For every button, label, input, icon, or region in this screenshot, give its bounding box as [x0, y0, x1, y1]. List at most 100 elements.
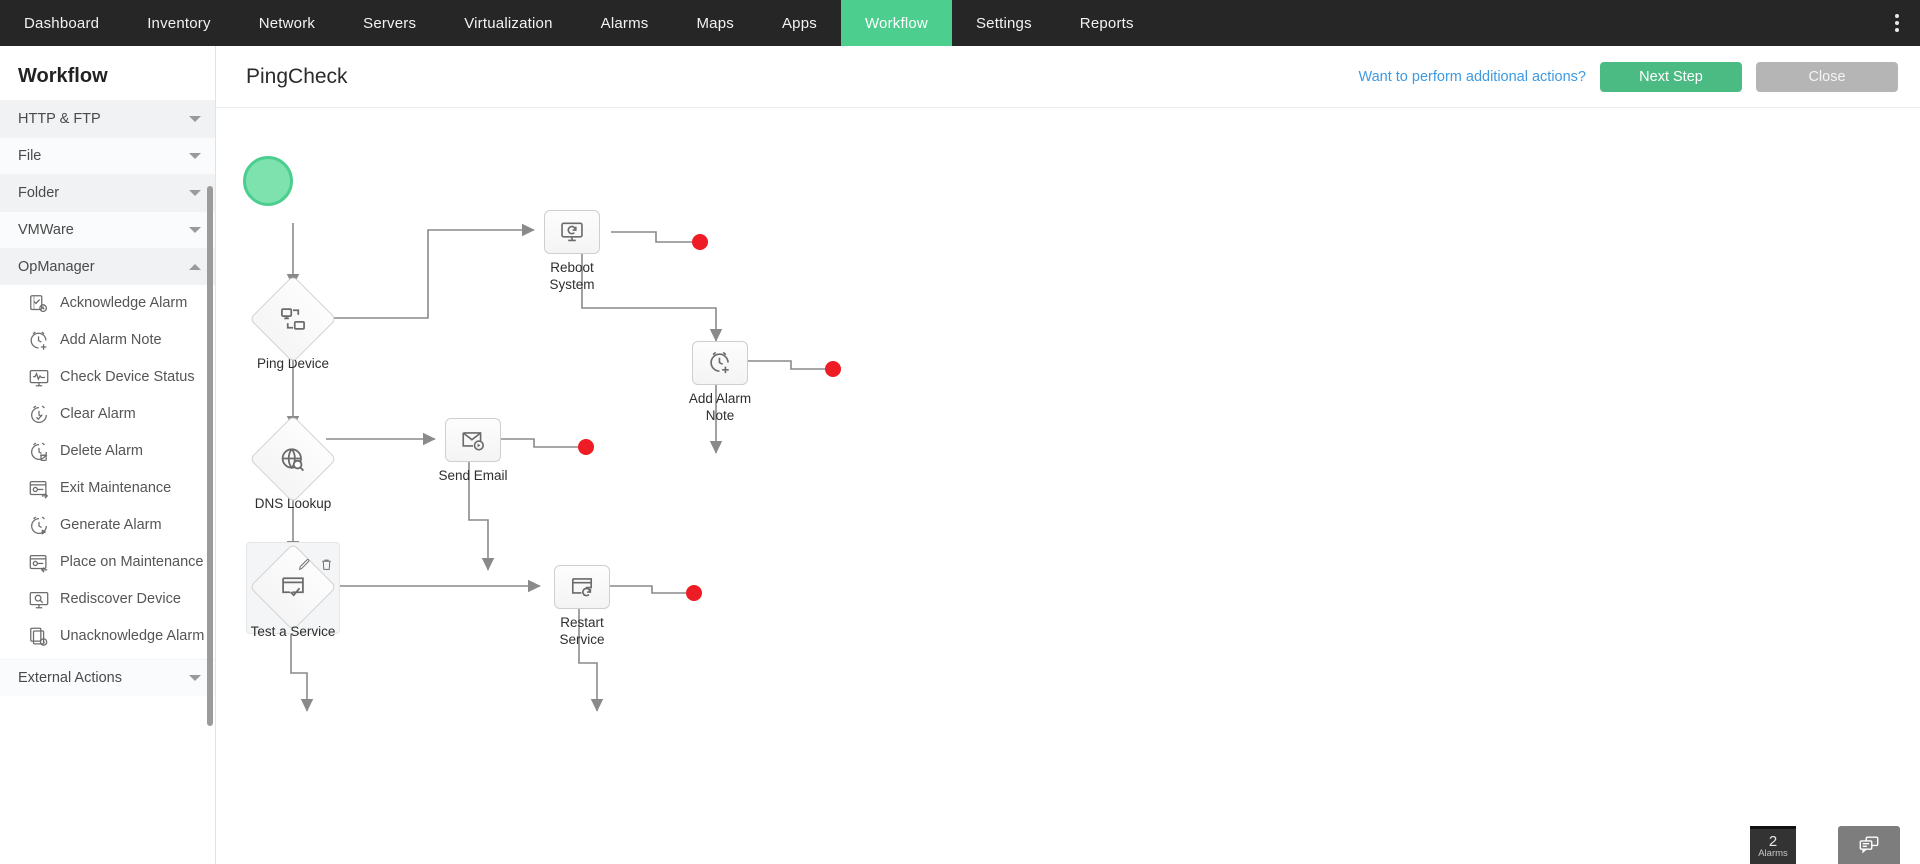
sidebar-title: Workflow: [18, 64, 108, 87]
sidebar-item-label: Exit Maintenance: [60, 479, 172, 496]
sidebar-scrollbar[interactable]: [207, 186, 213, 726]
alarm-label: Alarms: [1758, 848, 1788, 860]
node-shape-square[interactable]: [544, 210, 600, 254]
sidebar-item-exit-maintenance[interactable]: Exit Maintenance: [0, 470, 215, 507]
nav-item-virtualization[interactable]: Virtualization: [464, 14, 553, 32]
sidebar-item-label: Generate Alarm: [60, 516, 162, 533]
sidebar-item-add-alarm-note[interactable]: Add Alarm Note: [0, 322, 215, 359]
node-label: Reboot System: [549, 260, 595, 293]
sidebar-item-rediscover-device[interactable]: Rediscover Device: [0, 581, 215, 618]
alarm-badge[interactable]: 2 Alarms: [1750, 826, 1796, 864]
sidebar-group-external-actions[interactable]: External Actions: [0, 659, 215, 696]
chevron-down-icon[interactable]: [189, 675, 201, 681]
node-label: Test a Service: [250, 624, 336, 639]
node-shape-diamond[interactable]: [249, 275, 337, 363]
delete-alarm-icon: [28, 441, 50, 463]
nav-spacer: [1158, 0, 1874, 46]
restart-service-icon: [569, 574, 595, 600]
chat-widget[interactable]: [1838, 826, 1900, 864]
sidebar-group-label: Folder: [18, 185, 60, 201]
workflow-node-restart-service[interactable]: Restart Service: [536, 565, 628, 649]
delete-node-icon[interactable]: [320, 558, 333, 571]
check-device-status-icon: [28, 367, 50, 389]
sidebar-item-delete-alarm[interactable]: Delete Alarm: [0, 433, 215, 470]
nav-item-apps[interactable]: Apps: [781, 14, 817, 32]
sidebar-item-generate-alarm[interactable]: Generate Alarm: [0, 507, 215, 544]
nav-item-reports[interactable]: Reports: [1079, 14, 1134, 32]
exit-maintenance-icon: [28, 478, 50, 500]
sidebar-item-clear-alarm[interactable]: Clear Alarm: [0, 396, 215, 433]
sidebar-item-place-on-maintenance[interactable]: Place on Maintenance: [0, 544, 215, 581]
workflow-start-node[interactable]: [243, 156, 293, 206]
chevron-up-icon[interactable]: [189, 264, 201, 270]
nav-item-maps[interactable]: Maps: [696, 14, 734, 32]
workflow-end-dot[interactable]: [686, 585, 702, 601]
nav-item-workflow[interactable]: Workflow: [840, 0, 952, 46]
edit-node-icon[interactable]: [298, 558, 311, 571]
send-email-icon: [460, 427, 486, 453]
chevron-down-icon[interactable]: [189, 153, 201, 159]
node-shape-square[interactable]: [445, 418, 501, 462]
sidebar-item-label: Clear Alarm: [60, 405, 136, 422]
sidebar-group-opmanager[interactable]: OpManager: [0, 248, 215, 285]
node-shape-diamond[interactable]: [249, 543, 337, 631]
kebab-menu-icon[interactable]: [1874, 0, 1920, 46]
workflow-connectors: [286, 223, 825, 712]
nav-item-servers[interactable]: Servers: [363, 14, 417, 32]
sidebar-item-label: Check Device Status: [60, 368, 195, 385]
sidebar-group-label: External Actions: [18, 670, 122, 686]
workflow-node-send-email[interactable]: Send Email: [427, 418, 519, 484]
workflow-header: PingCheck Want to perform additional act…: [216, 46, 1920, 108]
main-content: PingCheck Want to perform additional act…: [216, 46, 1920, 864]
workflow-end-dot[interactable]: [692, 234, 708, 250]
nav-item-alarms[interactable]: Alarms: [600, 14, 649, 32]
test-service-icon: [279, 573, 307, 601]
additional-actions-link[interactable]: Want to perform additional actions?: [1358, 68, 1586, 85]
node-label: Send Email: [438, 468, 508, 483]
sidebar-item-check-device-status[interactable]: Check Device Status: [0, 359, 215, 396]
workflow-node-add-alarm-note[interactable]: Add Alarm Note: [674, 341, 766, 425]
chevron-down-icon[interactable]: [189, 227, 201, 233]
next-step-button[interactable]: Next Step: [1600, 61, 1742, 92]
workflow-end-dot[interactable]: [825, 361, 841, 377]
workflow-node-reboot-system[interactable]: Reboot System: [526, 210, 618, 294]
chevron-down-icon[interactable]: [189, 116, 201, 122]
sidebar-group-file[interactable]: File: [0, 137, 215, 174]
top-navigation-bar: Dashboard Inventory Network Servers Virt…: [0, 0, 1920, 46]
node-shape-square[interactable]: [554, 565, 610, 609]
nav-item-settings[interactable]: Settings: [975, 14, 1032, 32]
nav-item-inventory[interactable]: Inventory: [147, 14, 211, 32]
sidebar-item-unacknowledge-alarm[interactable]: Unacknowledge Alarm: [0, 618, 215, 655]
sidebar-item-label: Delete Alarm: [60, 442, 144, 459]
generate-alarm-icon: [28, 515, 50, 537]
node-label: Ping Device: [256, 356, 330, 371]
sidebar-group-vmware[interactable]: VMWare: [0, 211, 215, 248]
workflow-canvas[interactable]: Ping Device DNS Lookup: [216, 108, 1920, 864]
sidebar-group-label: HTTP & FTP: [18, 111, 101, 127]
node-shape-diamond[interactable]: [249, 415, 337, 503]
sidebar-item-label: Unacknowledge Alarm: [60, 627, 205, 644]
sidebar-group-http-ftp[interactable]: HTTP & FTP: [0, 100, 215, 137]
close-button[interactable]: Close: [1756, 61, 1898, 92]
workflow-node-test-a-service[interactable]: Test a Service: [246, 542, 340, 640]
sidebar-item-acknowledge-alarm[interactable]: Acknowledge Alarm: [0, 285, 215, 322]
sidebar-group-folder[interactable]: Folder: [0, 174, 215, 211]
start-circle-icon[interactable]: [243, 156, 293, 206]
workflow-node-dns-lookup[interactable]: DNS Lookup: [247, 415, 339, 512]
workflow-node-ping-device[interactable]: Ping Device: [247, 275, 339, 372]
ping-device-icon: [279, 305, 307, 333]
add-alarm-note-icon: [707, 350, 733, 376]
reboot-system-icon: [559, 219, 585, 245]
node-shape-square[interactable]: [692, 341, 748, 385]
header-actions: Want to perform additional actions? Next…: [1358, 61, 1898, 92]
node-label: Add Alarm Note: [688, 391, 752, 424]
workflow-end-dot[interactable]: [578, 439, 594, 455]
sidebar-item-label: Rediscover Device: [60, 590, 181, 607]
node-label: DNS Lookup: [254, 496, 332, 511]
chevron-down-icon[interactable]: [189, 190, 201, 196]
dns-lookup-icon: [279, 445, 308, 474]
add-alarm-note-icon: [28, 330, 50, 352]
nav-item-dashboard[interactable]: Dashboard: [24, 14, 100, 32]
acknowledge-alarm-icon: [28, 293, 50, 315]
nav-item-network[interactable]: Network: [258, 14, 316, 32]
